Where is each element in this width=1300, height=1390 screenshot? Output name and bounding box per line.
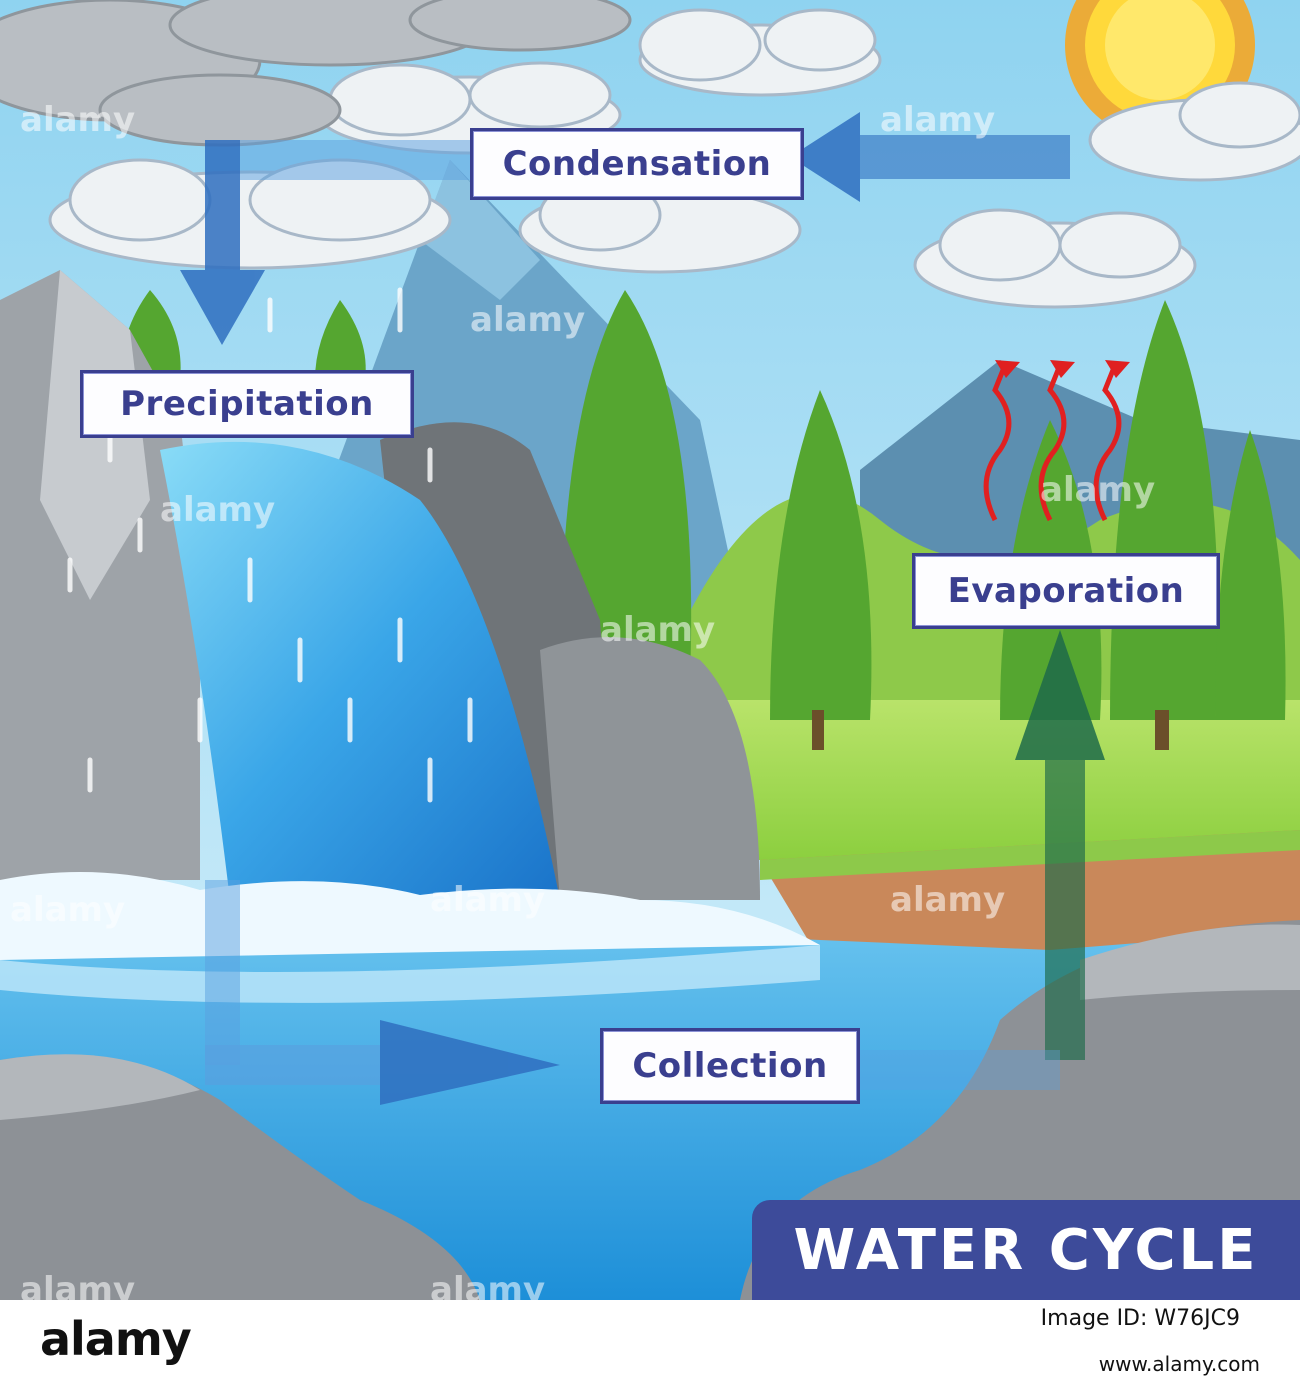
right-rock [540,637,760,900]
title-banner: WATER CYCLE [752,1200,1300,1300]
diagram-title: WATER CYCLE [793,1217,1259,1283]
stock-footer: alamy Image ID: W76JC9 www.alamy.com [0,1300,1300,1390]
footer-brand-logo: alamy [40,1312,192,1366]
label-collection: Collection [600,1028,860,1104]
arrow-evaporation [860,630,1105,1090]
clouds [0,0,1300,309]
label-condensation: Condensation [470,128,804,200]
meadow [700,700,1300,860]
foreground-rock-left [0,1055,480,1300]
waterfall [160,441,560,900]
footer-url: www.alamy.com [1098,1352,1260,1376]
arrow-precipitation [180,140,475,345]
arrow-condensation [790,112,1070,202]
heat-arrows [983,364,1122,522]
label-evaporation: Evaporation [912,553,1220,629]
arrow-collection [205,880,560,1105]
label-precipitation: Precipitation [80,370,414,438]
footer-image-id: Image ID: W76JC9 [1040,1306,1240,1331]
